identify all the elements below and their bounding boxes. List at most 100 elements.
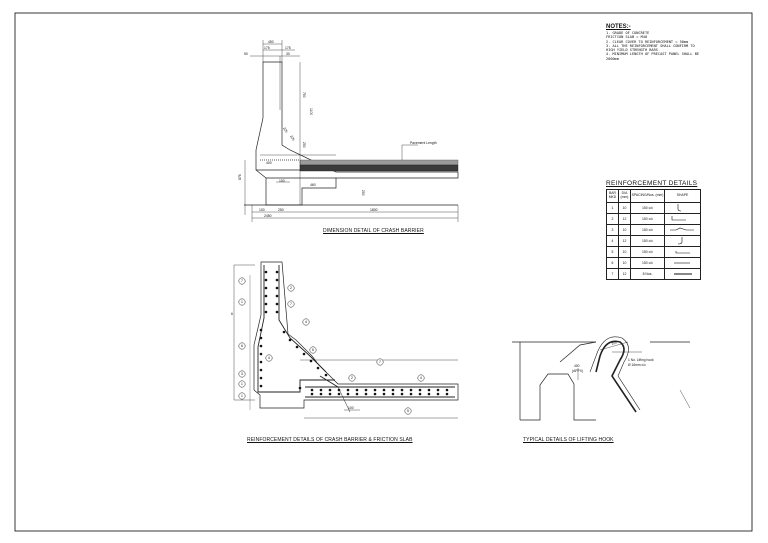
rebar-dot: [427, 392, 431, 396]
cell-dia: 10: [618, 224, 631, 236]
cell-spacing: 150 c/c: [630, 246, 665, 258]
rebar-dot: [328, 388, 332, 392]
rebar-dots: [259, 270, 449, 396]
dim-slab-length: 1800: [370, 208, 378, 212]
note-line: 3. ALL THE REINFORCEMENT SHALL CONFIRM T…: [606, 43, 695, 48]
rebar-dot: [282, 330, 286, 334]
bar-shape-icon: [671, 216, 686, 221]
rebar-dot: [310, 392, 314, 396]
bar-mark-label: 4: [420, 376, 422, 380]
rebar-dot: [436, 392, 440, 396]
caption-lifting-hook: TYPICAL DETAILS OF LIFTING HOOK: [523, 437, 614, 443]
note-line: 2. CLEAR COVER TO REINFORCEMENT = 50mm: [606, 39, 689, 44]
rebar-dot: [337, 392, 341, 396]
rebar-dot: [264, 302, 268, 306]
rebar-dot: [275, 302, 279, 306]
rebar-dot: [445, 388, 449, 392]
note-line: 2000mm: [606, 56, 619, 61]
cell-spacing: 150 c/c: [630, 213, 665, 225]
bar-mark-label: 6: [312, 348, 314, 352]
rebar-dot: [418, 392, 422, 396]
col-dia: DIA (mm): [618, 189, 631, 203]
bar-mark-label: 1: [241, 300, 243, 304]
bar-mark: 5: [404, 407, 412, 415]
dim-base-ledge: 460: [310, 183, 316, 187]
rebar-dot: [264, 270, 268, 274]
bar-mark: 4: [417, 374, 425, 382]
dimension-detail-view: [244, 40, 459, 222]
dim-mid-height: 1100: [309, 108, 313, 115]
bar-mark-label: 7: [379, 360, 381, 364]
bar-mark: 2: [348, 374, 356, 382]
dim-lower-right: 250: [302, 142, 306, 148]
rebar-dot: [391, 388, 395, 392]
cell-shape: [664, 257, 701, 269]
rebar-dot: [259, 328, 263, 332]
bar-shape-icon: [673, 273, 692, 275]
bar-shape-icon: [677, 204, 681, 212]
bar-mark: 4: [302, 318, 310, 326]
sheet-border: [14, 12, 753, 532]
rebar-dot: [259, 336, 263, 340]
reinforcement-view: [233, 261, 459, 419]
rebar-dot: [346, 388, 350, 392]
rebar-dot: [264, 278, 268, 282]
hook-panel-outline: [519, 342, 596, 421]
cell-dia: 12: [618, 213, 631, 225]
cell-mark: 7: [606, 268, 619, 280]
bar-mark-label: 1: [241, 394, 243, 398]
dim-top-right: 175: [285, 46, 291, 50]
rebar-dot: [298, 386, 302, 390]
cell-spacing: 150 c/c: [630, 202, 665, 214]
rebar-dot: [302, 352, 306, 356]
rf-dim-6: 6: [231, 312, 233, 316]
rebar-dot: [295, 345, 299, 349]
dim-slope-b: 225: [289, 135, 295, 142]
hook-note-2: Ø 16mm c/c: [628, 363, 646, 367]
bar-shape-icon: [673, 262, 690, 264]
rebar-dot: [309, 359, 313, 363]
bar-shape-icon: [677, 237, 682, 245]
rebar-dot: [275, 286, 279, 290]
rebar-dot: [275, 310, 279, 314]
col-spacing: SPACING/Nos. (mm): [630, 189, 665, 203]
bar-mark: 3: [238, 370, 246, 378]
bar-mark: 7: [287, 300, 295, 308]
rebar-dot: [382, 392, 386, 396]
rebar-dot: [275, 270, 279, 274]
note-line: 4. MINIMUM LENGTH OF PRECAST PANEL SHALL…: [606, 52, 700, 57]
bar-mark-label: 6: [241, 344, 243, 348]
caption-dimension-detail: DIMENSION DETAIL OF CRASH BARRIER: [323, 228, 424, 234]
cell-spacing: 150 c/c: [630, 235, 665, 247]
notes-block: NOTES:- 1. GRADE OF CONCRETE FRICTION SL…: [606, 24, 756, 61]
reinforcement-dim-labels: 100 6: [231, 312, 354, 410]
dim-left-small: 50: [244, 52, 248, 56]
cell-mark: 1: [606, 202, 619, 214]
rebar-dot: [264, 286, 268, 290]
col-bar-mark: BAR MKD: [606, 189, 619, 203]
notes-heading: NOTES:-: [606, 24, 631, 30]
hook-dim-left-sub: (APPX): [572, 369, 583, 373]
dim-top-left: 175: [264, 46, 270, 50]
rebar-dot: [400, 392, 404, 396]
note-line: FRICTION SLAB = M40: [606, 35, 648, 40]
rebar-dot: [264, 310, 268, 314]
rebar-dot: [418, 388, 422, 392]
dim-inner-small: 30: [286, 52, 290, 56]
reinforcement-table: BAR MKD DIA (mm) SPACING/Nos. (mm) SHAPE…: [606, 189, 701, 280]
rebar-dot: [346, 392, 350, 396]
rebar-dot: [259, 344, 263, 348]
bar-mark: 4: [265, 354, 273, 362]
cell-dia: 12: [618, 268, 631, 280]
cell-dia: 10: [618, 202, 631, 214]
bar-mark-label: 2: [351, 376, 353, 380]
bar-shape-icon: [669, 227, 694, 231]
bar-mark: 7: [376, 358, 384, 366]
